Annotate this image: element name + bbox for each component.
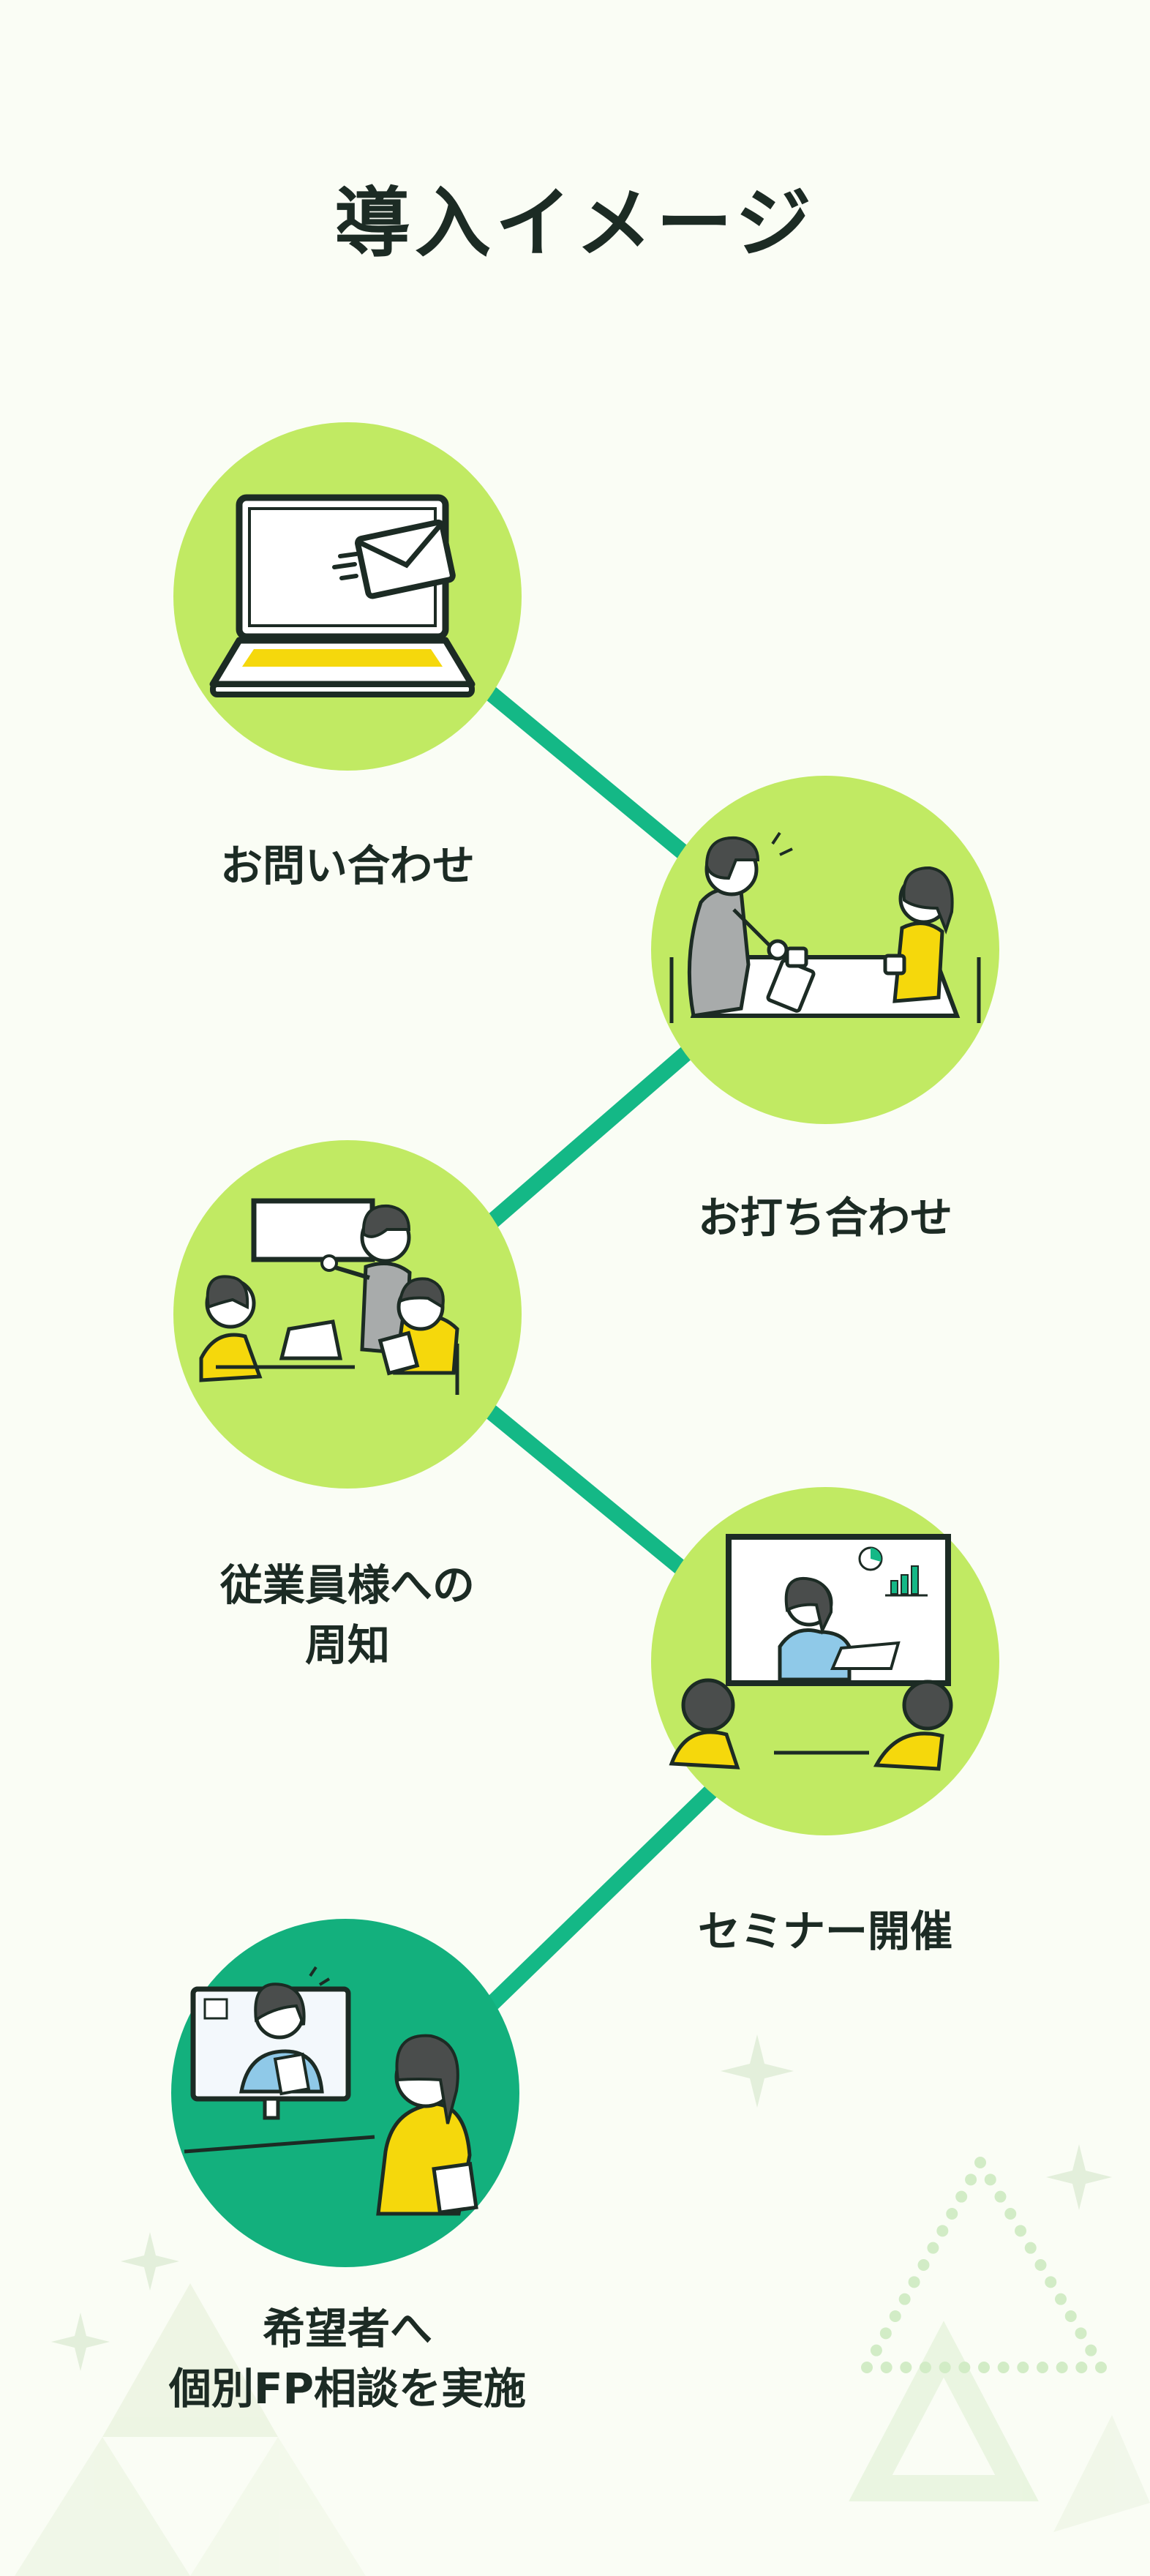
decoration-dot xyxy=(974,2157,986,2168)
pie-chart-icon xyxy=(858,1546,883,1571)
step-label-consultation: 希望者へ 個別FP相談を実施 xyxy=(168,2304,527,2414)
decoration-dot xyxy=(870,2344,882,2356)
decoration-dot xyxy=(880,2362,892,2373)
office-presentation-illustration xyxy=(173,1140,522,1489)
page-title: 導入イメージ xyxy=(334,179,816,268)
connector-line xyxy=(478,681,694,863)
step-label-inquiry: お問い合わせ xyxy=(219,841,475,891)
decoration-dot xyxy=(917,2259,930,2271)
decoration-dot xyxy=(927,2242,939,2254)
decoration-dot xyxy=(958,2362,971,2373)
presenter-person-icon xyxy=(320,1204,412,1355)
decoration-dot xyxy=(1037,2362,1048,2373)
decoration-dot xyxy=(994,2190,1007,2203)
decoration-dot xyxy=(1004,2208,1017,2220)
decoration-dot xyxy=(1064,2310,1077,2322)
decoration-dot xyxy=(939,2362,951,2373)
envelope-icon xyxy=(355,519,456,599)
meeting-table-illustration xyxy=(651,776,999,1124)
decoration-dot xyxy=(1034,2259,1047,2271)
dotted-triangle xyxy=(861,2157,1107,2373)
decoration-dot xyxy=(1075,2327,1087,2340)
step-label-seminar: セミナー開催 xyxy=(697,1906,952,1956)
audience-person-icon xyxy=(873,1680,953,1771)
sparkle-icon xyxy=(51,2034,1112,2371)
man-person-icon xyxy=(377,1277,459,1376)
decoration-dot xyxy=(1095,2362,1107,2373)
online-consultation-illustration xyxy=(171,1919,519,2267)
step-label-meeting: お打ち合わせ xyxy=(697,1193,952,1243)
decoration-dot xyxy=(978,2362,990,2373)
audience-person-icon xyxy=(669,1678,740,1770)
decoration-dot xyxy=(1085,2344,1097,2356)
decoration-dot xyxy=(1015,2225,1026,2237)
presenter-person-icon xyxy=(778,1576,852,1682)
decoration-dot xyxy=(1056,2362,1068,2373)
decoration-dot xyxy=(955,2190,968,2203)
decoration-dot xyxy=(900,2362,912,2373)
decoration-dot xyxy=(908,2276,920,2288)
decoration-dot xyxy=(997,2362,1010,2373)
decoration-dot xyxy=(1055,2293,1067,2305)
client-person-icon xyxy=(376,2034,472,2216)
decoration-dot xyxy=(936,2225,949,2237)
laptop-mail-icon xyxy=(173,422,522,771)
woman-person-icon xyxy=(883,866,954,1003)
decoration-dot xyxy=(1017,2362,1029,2373)
decoration-dot xyxy=(898,2293,911,2305)
woman-person-icon xyxy=(199,1275,263,1382)
consultant-person-icon xyxy=(239,1982,324,2096)
decoration-dot xyxy=(879,2327,892,2340)
seminar-screen-illustration xyxy=(651,1487,999,1835)
decoration-dot xyxy=(861,2362,873,2373)
decoration-dot xyxy=(1045,2276,1057,2288)
decoration-dot xyxy=(920,2362,931,2373)
decoration-dot xyxy=(965,2174,977,2186)
connector-line xyxy=(477,1033,708,1236)
decoration-dot xyxy=(984,2174,996,2186)
connector-line xyxy=(477,1780,723,2018)
decoration-dot xyxy=(946,2208,958,2220)
decoration-dot xyxy=(1024,2242,1037,2254)
man-person-icon xyxy=(687,836,816,1018)
decoration-dot xyxy=(889,2310,901,2322)
decoration-dot xyxy=(1075,2362,1088,2373)
bar-chart-icon xyxy=(885,1565,928,1597)
triangle-pattern xyxy=(15,2283,1150,2576)
step-label-announcement: 従業員様への 周知 xyxy=(219,1560,475,1670)
connector-line xyxy=(478,1399,693,1580)
